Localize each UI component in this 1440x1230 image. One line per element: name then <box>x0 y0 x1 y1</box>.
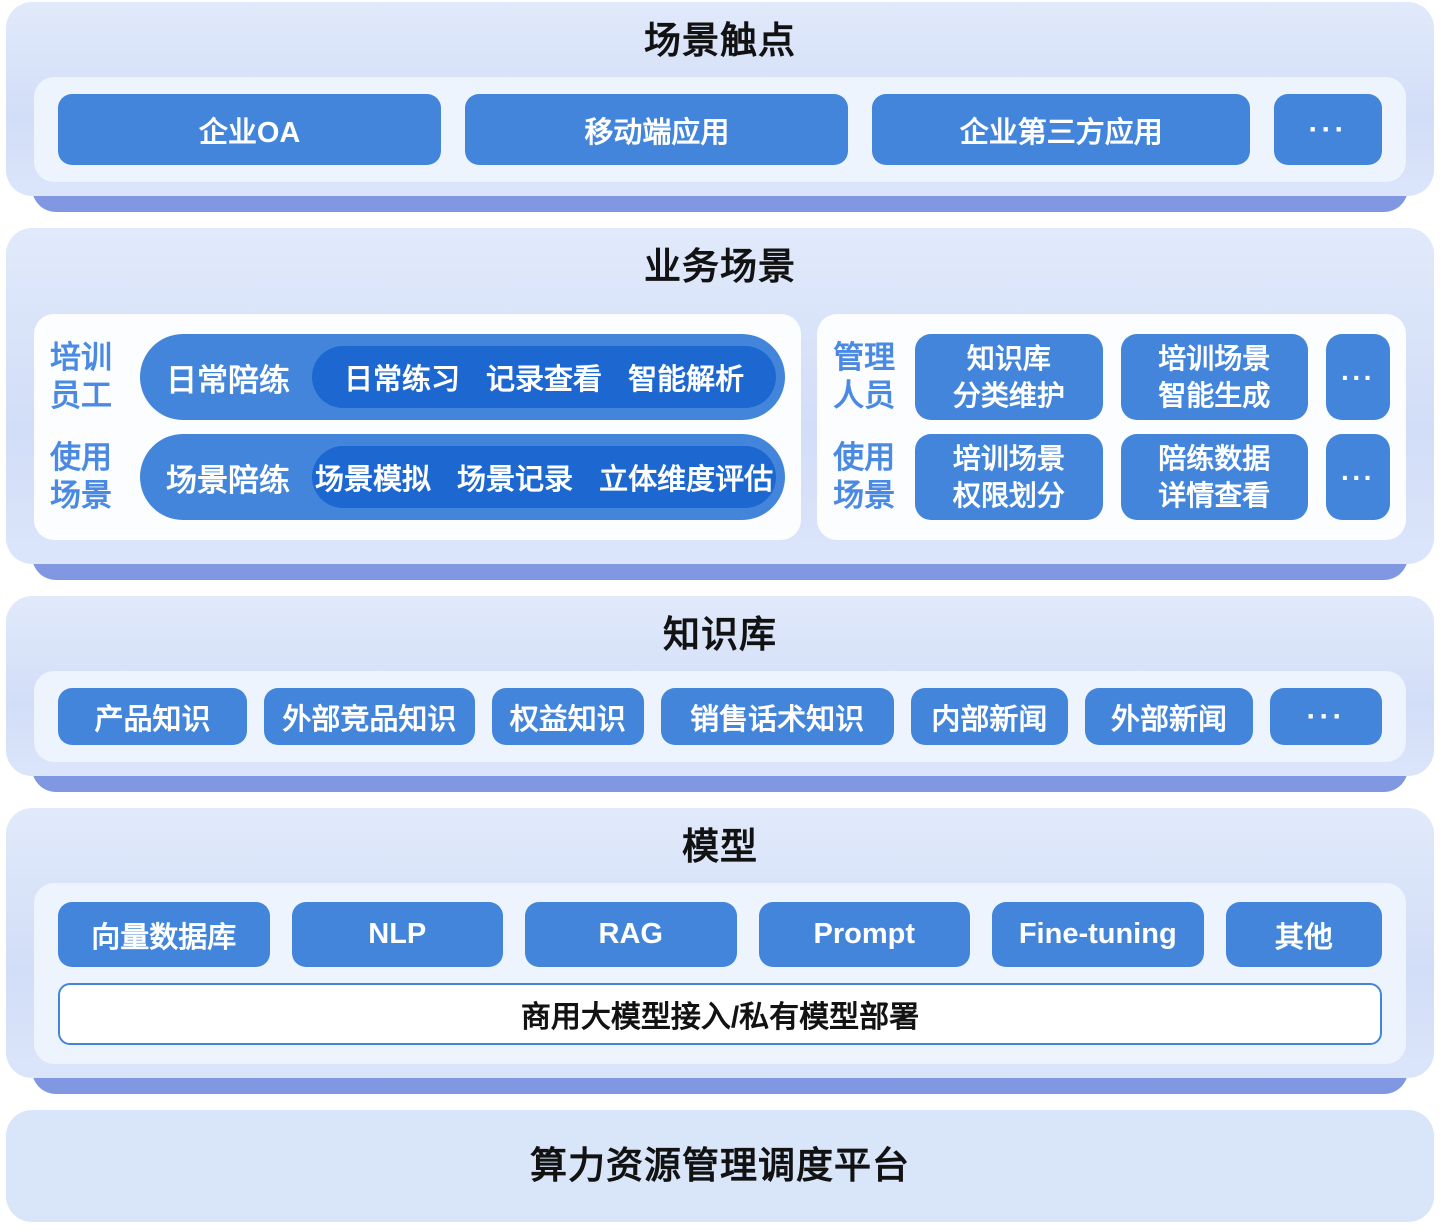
knowledge-section: 知识库 产品知识 外部竞品知识 权益知识 销售话术知识 内部新闻 外部新闻 ··… <box>6 596 1434 776</box>
internal-news-button[interactable]: 内部新闻 <box>910 688 1069 745</box>
knowledge-more-button[interactable]: ··· <box>1270 688 1383 745</box>
prompt-button[interactable]: Prompt <box>758 902 970 967</box>
external-news-button[interactable]: 外部新闻 <box>1085 688 1254 745</box>
llm-access-bar[interactable]: 商用大模型接入/私有模型部署 <box>58 983 1382 1045</box>
employee-role-label-bottom: 使用 场景 <box>50 440 112 513</box>
daily-practice-label: 日常陪练 <box>166 362 290 398</box>
scenario-practice-detail[interactable]: 场景模拟 场景记录 立体维度评估 <box>312 446 777 508</box>
admin-row-2: 培训场景 权限划分 陪练数据 详情查看 ··· <box>915 434 1391 520</box>
touchpoints-more-button[interactable]: ··· <box>1273 94 1382 165</box>
business-panels: 培训 员工 使用 场景 日常陪练 日常练习 记录查看 智能解析 场景陪练 <box>34 314 1406 540</box>
model-button-row: 向量数据库 NLP RAG Prompt Fine-tuning 其他 <box>58 902 1383 967</box>
vector-database-button[interactable]: 向量数据库 <box>58 902 270 967</box>
touchpoint-thirdparty-app[interactable]: 企业第三方应用 <box>872 94 1250 165</box>
admin-role-label-bottom: 使用 场景 <box>833 440 896 513</box>
admin-row1-more-button[interactable]: ··· <box>1326 334 1391 420</box>
knowledge-title: 知识库 <box>663 614 777 655</box>
employee-role-label: 培训 员工 使用 场景 <box>50 334 116 520</box>
employee-pill-rows: 日常陪练 日常练习 记录查看 智能解析 场景陪练 场景模拟 场景记录 立体维度评… <box>140 334 786 520</box>
business-layer: 业务场景 培训 员工 使用 场景 日常陪练 日常练习 记录查看 智 <box>6 228 1434 580</box>
model-section: 模型 向量数据库 NLP RAG Prompt Fine-tuning 其他 商… <box>6 808 1434 1078</box>
model-tray: 向量数据库 NLP RAG Prompt Fine-tuning 其他 商用大模… <box>34 883 1406 1064</box>
model-title: 模型 <box>682 826 758 867</box>
scenario-generation-button[interactable]: 培训场景 智能生成 <box>1120 334 1309 420</box>
product-knowledge-button[interactable]: 产品知识 <box>58 688 247 745</box>
scenario-practice-label: 场景陪练 <box>166 462 290 498</box>
nlp-button[interactable]: NLP <box>291 902 503 967</box>
other-model-button[interactable]: 其他 <box>1225 902 1383 967</box>
platform-layer: 算力资源管理调度平台 <box>6 1110 1434 1222</box>
admin-role-label-top: 管理 人员 <box>833 340 896 413</box>
touchpoints-section: 场景触点 企业OA 移动端应用 企业第三方应用 ··· <box>6 2 1434 196</box>
benefits-knowledge-button[interactable]: 权益知识 <box>491 688 644 745</box>
competitor-knowledge-button[interactable]: 外部竞品知识 <box>263 688 475 745</box>
business-section: 业务场景 培训 员工 使用 场景 日常陪练 日常练习 记录查看 智 <box>6 228 1434 564</box>
platform-title: 算力资源管理调度平台 <box>530 1145 910 1186</box>
scenario-permission-button[interactable]: 培训场景 权限划分 <box>915 434 1103 520</box>
practice-data-detail-button[interactable]: 陪练数据 详情查看 <box>1120 434 1309 520</box>
model-layer: 模型 向量数据库 NLP RAG Prompt Fine-tuning 其他 商… <box>6 808 1434 1094</box>
sales-script-knowledge-button[interactable]: 销售话术知识 <box>660 688 894 745</box>
kb-classification-button[interactable]: 知识库 分类维护 <box>915 334 1103 420</box>
rag-button[interactable]: RAG <box>525 902 737 967</box>
business-title: 业务场景 <box>644 246 796 287</box>
touchpoints-layer: 场景触点 企业OA 移动端应用 企业第三方应用 ··· <box>6 2 1434 212</box>
employee-scenarios-panel: 培训 员工 使用 场景 日常陪练 日常练习 记录查看 智能解析 场景陪练 <box>34 314 802 540</box>
daily-practice-detail[interactable]: 日常练习 记录查看 智能解析 <box>312 346 777 408</box>
touchpoint-enterprise-oa[interactable]: 企业OA <box>58 94 442 165</box>
fine-tuning-button[interactable]: Fine-tuning <box>992 902 1204 967</box>
touchpoints-tray: 企业OA 移动端应用 企业第三方应用 ··· <box>34 77 1406 182</box>
admin-row2-more-button[interactable]: ··· <box>1326 434 1391 520</box>
employee-role-label-top: 培训 员工 <box>50 340 112 413</box>
scenario-practice-pill[interactable]: 场景陪练 场景模拟 场景记录 立体维度评估 <box>140 434 786 520</box>
touchpoints-title: 场景触点 <box>644 20 796 61</box>
admin-scenarios-panel: 管理 人员 使用 场景 知识库 分类维护 <box>817 314 1406 540</box>
admin-role-label: 管理 人员 使用 场景 <box>833 334 899 520</box>
platform-section: 算力资源管理调度平台 <box>6 1110 1434 1222</box>
touchpoint-mobile-app[interactable]: 移动端应用 <box>465 94 849 165</box>
admin-button-rows: 知识库 分类维护 培训场景 智能生成 ··· 培训场景 权限划分 <box>915 334 1391 520</box>
daily-practice-pill[interactable]: 日常陪练 日常练习 记录查看 智能解析 <box>140 334 786 420</box>
admin-row-1: 知识库 分类维护 培训场景 智能生成 ··· <box>915 334 1391 420</box>
knowledge-layer: 知识库 产品知识 外部竞品知识 权益知识 销售话术知识 内部新闻 外部新闻 ··… <box>6 596 1434 792</box>
knowledge-tray: 产品知识 外部竞品知识 权益知识 销售话术知识 内部新闻 外部新闻 ··· <box>34 671 1406 762</box>
